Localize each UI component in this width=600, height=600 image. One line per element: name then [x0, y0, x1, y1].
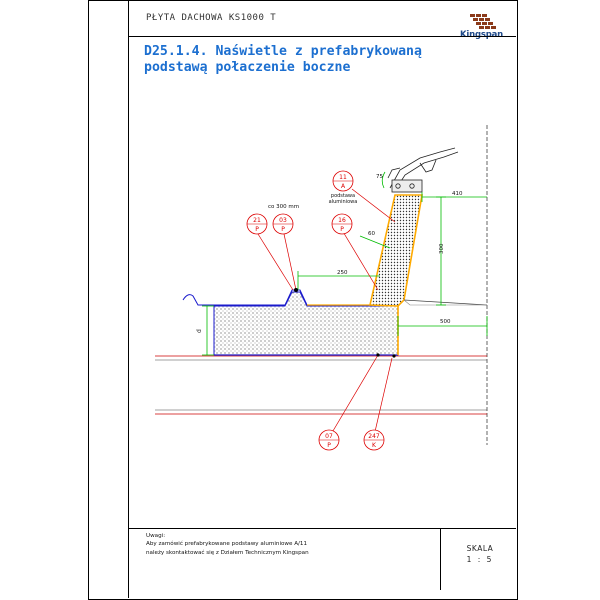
note-line-2: należy skontaktować się z Działem Techni… [146, 549, 309, 556]
dim-500-label: 500 [440, 319, 451, 325]
tag-11-letter: A [341, 183, 346, 190]
dim-410-label: 410 [452, 191, 463, 197]
spacing-label: co 300 mm [268, 204, 299, 210]
tag-03-P: 03 P [272, 213, 294, 235]
sheet-title: PŁYTA DACHOWA KS1000 T [146, 13, 277, 23]
note-title: Uwagi: [146, 533, 166, 539]
angle-label-60: 60 [368, 231, 375, 237]
skylight-base [307, 194, 488, 355]
fastener-marks [294, 288, 396, 358]
tag-247-letter: K [372, 442, 377, 449]
leader-lines [257, 188, 396, 437]
dimension-lines [202, 171, 488, 356]
skylight-profile [387, 147, 459, 193]
drawing-sheet: PŁYTA DACHOWA KS1000 T Kingspan D25.1.4.… [88, 0, 518, 600]
tag-03-letter: P [281, 226, 285, 233]
page-title: D25.1.4. Naświetle z prefabrykowaną pods… [144, 44, 484, 76]
notes: Uwagi: Aby zamówić prefabrykowane podsta… [146, 532, 309, 557]
scale-label: SKALA [466, 544, 494, 553]
dim-250-label: 250 [337, 270, 348, 276]
footer-divider [128, 528, 516, 529]
tag-16-P: 16 P [331, 213, 353, 235]
roof-panel [182, 289, 399, 356]
tag-21-letter: P [255, 226, 259, 233]
support-note-1: podstawa [331, 193, 355, 199]
tag-07-letter: P [327, 442, 331, 449]
header-divider [128, 36, 516, 37]
tag-07-number: 07 [325, 433, 333, 440]
supporting-beam [155, 355, 487, 415]
dim-d-label: d [196, 329, 203, 333]
scale-value: 1 : 5 [466, 555, 494, 564]
scale-box: SKALA 1 : 5 [440, 528, 519, 590]
title-block: Uwagi: Aby zamówić prefabrykowane podsta… [128, 528, 518, 590]
tag-07-P: 07 P [318, 429, 340, 451]
tag-247-K: 247 K [363, 429, 385, 451]
logo-mark-icon [470, 14, 496, 29]
angle-label-75: 75 [376, 174, 383, 180]
tag-247-number: 247 [368, 433, 380, 440]
title-line-2: podstawą połaczenie boczne [144, 60, 351, 75]
binding-margin-line [128, 0, 129, 598]
tag-21-P: 21 P [246, 213, 268, 235]
support-note-2: aluminiowa [329, 199, 358, 205]
logo-text: Kingspan [460, 30, 503, 40]
note-line-1: Aby zamówić prefabrykowane podstawy alum… [146, 541, 308, 548]
tag-11-A: 11 A [332, 170, 354, 192]
tag-16-letter: P [340, 226, 344, 233]
drawing-labels: podstawa aluminiowa co 300 mm 75 60 410 … [196, 174, 463, 333]
title-line-1: D25.1.4. Naświetle z prefabrykowaną [144, 44, 422, 59]
tag-16-number: 16 [338, 217, 346, 224]
kingspan-logo: Kingspan [460, 12, 508, 40]
tag-11-number: 11 [339, 174, 347, 181]
tag-21-number: 21 [253, 217, 261, 224]
tag-03-number: 03 [279, 217, 287, 224]
dim-300-label: 300 [439, 243, 445, 254]
